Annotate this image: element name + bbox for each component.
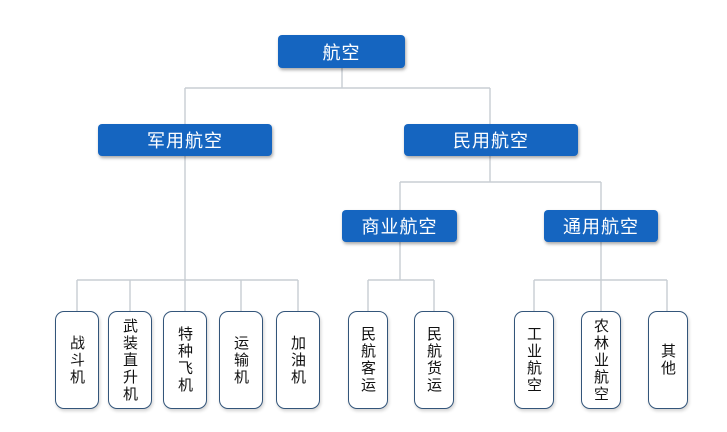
commercial-aviation-node: 商业航空 <box>342 210 457 242</box>
leaf-label: 战斗机 <box>68 334 86 386</box>
leaf-passenger: 民航客运 <box>348 311 388 409</box>
leaf-label: 特种飞机 <box>176 326 194 394</box>
root-node: 航空 <box>278 35 405 68</box>
leaf-industrial: 工业航空 <box>514 311 554 409</box>
leaf-label: 民航货运 <box>425 326 443 394</box>
leaf-other: 其他 <box>648 311 688 409</box>
leaf-transport: 运输机 <box>219 311 263 409</box>
leaf-label: 运输机 <box>232 334 250 386</box>
leaf-label: 加油机 <box>289 334 307 386</box>
leaf-label: 武装直升机 <box>121 317 139 403</box>
leaf-label: 农林业航空 <box>592 317 610 403</box>
leaf-fighter: 战斗机 <box>55 311 99 409</box>
leaf-label: 其他 <box>659 343 677 377</box>
leaf-agri-forestry: 农林业航空 <box>581 311 621 409</box>
civil-aviation-node: 民用航空 <box>404 124 578 156</box>
leaf-label: 民航客运 <box>359 326 377 394</box>
general-aviation-node: 通用航空 <box>544 210 658 242</box>
military-aviation-node: 军用航空 <box>98 124 272 156</box>
leaf-tanker: 加油机 <box>276 311 320 409</box>
leaf-armed-helicopter: 武装直升机 <box>108 311 152 409</box>
leaf-label: 工业航空 <box>525 326 543 394</box>
leaf-special-aircraft: 特种飞机 <box>163 311 207 409</box>
leaf-cargo: 民航货运 <box>414 311 454 409</box>
